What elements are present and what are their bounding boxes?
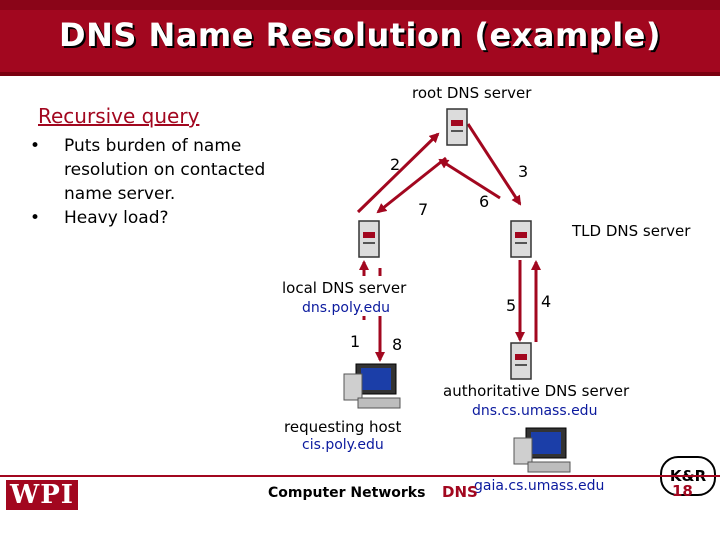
step-label-2: 2 bbox=[390, 155, 401, 174]
local-server-host: dns.poly.edu bbox=[302, 300, 390, 316]
bullet-text: Puts burden of name resolution on contac… bbox=[64, 136, 266, 204]
step-label-6: 6 bbox=[479, 192, 490, 211]
requesting-host-label: requesting host bbox=[284, 418, 402, 436]
bullet-item: • Puts burden of name resolution on conta… bbox=[30, 134, 290, 206]
arrow-2 bbox=[356, 132, 440, 214]
server-icon bbox=[510, 342, 532, 380]
arrow-3 bbox=[466, 123, 522, 206]
arrow-6 bbox=[438, 158, 501, 200]
step-label-1: 1 bbox=[350, 332, 361, 351]
wpi-logo: WPI bbox=[6, 480, 78, 510]
step-label-4: 4 bbox=[541, 292, 552, 311]
server-icon bbox=[358, 220, 380, 258]
gaia-host: gaia.cs.umass.edu bbox=[474, 478, 605, 494]
auth-server-label: authoritative DNS server bbox=[443, 382, 630, 400]
local-server-label: local DNS server bbox=[282, 279, 407, 297]
requesting-host-name: cis.poly.edu bbox=[302, 437, 384, 453]
step-label-3: 3 bbox=[518, 162, 529, 181]
step-label-8: 8 bbox=[392, 335, 403, 354]
tld-server-label: TLD DNS server bbox=[572, 222, 691, 240]
local-server-label-bg bbox=[278, 276, 426, 316]
title-underline bbox=[0, 72, 720, 76]
title-bar-accent bbox=[0, 0, 720, 10]
arrow-7 bbox=[376, 156, 447, 214]
slide-title: DNS Name Resolution (example) bbox=[59, 16, 661, 54]
footer-topic: DNS bbox=[442, 483, 478, 501]
bullet-marker: • bbox=[30, 136, 41, 156]
bullet-text: Heavy load? bbox=[64, 208, 169, 228]
title-bar: DNS Name Resolution (example) bbox=[0, 0, 720, 76]
server-icon bbox=[510, 220, 532, 258]
footer-course: Computer Networks bbox=[268, 485, 426, 501]
computer-icon bbox=[510, 424, 576, 480]
bullet-item: • Heavy load? bbox=[30, 206, 290, 230]
bullet-list: • Puts burden of name resolution on conta… bbox=[30, 134, 290, 230]
bullet-marker: • bbox=[30, 208, 41, 228]
step-label-5: 5 bbox=[506, 296, 517, 315]
root-server-label: root DNS server bbox=[412, 84, 532, 102]
computer-icon bbox=[340, 360, 406, 416]
auth-server-host: dns.cs.umass.edu bbox=[472, 403, 598, 419]
server-icon bbox=[446, 108, 468, 146]
section-heading: Recursive query bbox=[38, 104, 200, 128]
step-label-7: 7 bbox=[418, 200, 429, 219]
footer-divider bbox=[0, 475, 720, 477]
page-number: 18 bbox=[672, 482, 693, 500]
